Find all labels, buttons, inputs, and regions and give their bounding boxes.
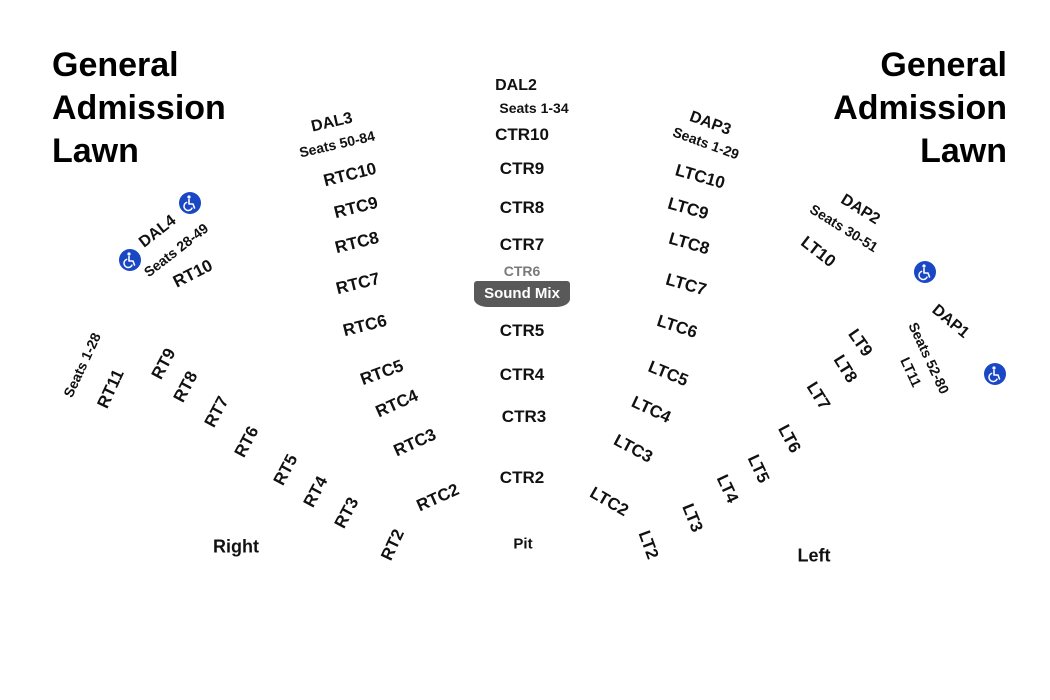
section-rtc4[interactable]: RTC4 (372, 385, 421, 422)
section-ltc4[interactable]: LTC4 (628, 392, 674, 427)
sound-mix-booth[interactable]: Sound Mix (474, 281, 570, 307)
section-rtc9[interactable]: RTC9 (332, 192, 380, 223)
general-admission-lawn-right[interactable]: General Admission Lawn (833, 46, 1007, 170)
section-lt7[interactable]: LT7 (802, 378, 835, 414)
wheelchair-icon (119, 249, 141, 271)
section-ltc6[interactable]: LTC6 (654, 311, 700, 342)
section-ctr2[interactable]: CTR2 (499, 468, 545, 487)
section-lt4[interactable]: LT4 (712, 471, 743, 506)
section-rt6[interactable]: RT6 (230, 423, 263, 461)
section-lt10[interactable]: LT10 (797, 232, 840, 271)
section-ltc7[interactable]: LTC7 (663, 269, 709, 300)
section-rtc2[interactable]: RTC2 (413, 479, 462, 516)
section-rtc8[interactable]: RTC8 (333, 227, 381, 258)
section-lt2[interactable]: LT2 (634, 527, 663, 562)
wheelchair-icon (179, 192, 201, 214)
section-lt8[interactable]: LT8 (829, 351, 862, 387)
section-lt3[interactable]: LT3 (678, 500, 707, 535)
section-lt5[interactable]: LT5 (743, 451, 774, 486)
wheelchair-icon (914, 261, 936, 283)
section-ctr7[interactable]: CTR7 (499, 235, 545, 254)
section-rt11[interactable]: RT11 (93, 366, 128, 412)
section-rtc5[interactable]: RTC5 (357, 356, 406, 390)
section-rtc6[interactable]: RTC6 (341, 310, 389, 341)
section-ltc2[interactable]: LTC2 (586, 483, 632, 521)
section-rtc3[interactable]: RTC3 (390, 424, 439, 461)
section-dap1[interactable]: DAP1 (928, 301, 973, 342)
general-admission-lawn-left[interactable]: General Admission Lawn (52, 46, 226, 170)
section-rt8[interactable]: RT8 (169, 368, 202, 406)
section-ctr10[interactable]: CTR10 (495, 125, 549, 144)
section-dal2[interactable]: DAL2 (495, 77, 537, 94)
section-rt7[interactable]: RT7 (200, 393, 233, 431)
area-label-right: Right (213, 536, 259, 557)
section-rtc7[interactable]: RTC7 (334, 268, 382, 299)
section-rtc10[interactable]: RTC10 (321, 158, 379, 191)
pit-area[interactable]: Pit (513, 535, 533, 553)
seats-rt11: Seats 1-28 (60, 330, 104, 400)
section-lt6[interactable]: LT6 (774, 421, 805, 457)
section-ltc9[interactable]: LTC9 (665, 193, 711, 224)
area-label-left: Left (797, 545, 831, 566)
section-rt9[interactable]: RT9 (147, 345, 180, 383)
section-ctr9[interactable]: CTR9 (499, 159, 545, 178)
section-rt2[interactable]: RT2 (377, 526, 408, 564)
section-ctr8[interactable]: CTR8 (499, 198, 545, 217)
section-ctr3[interactable]: CTR3 (501, 407, 547, 426)
wheelchair-icon (984, 363, 1006, 385)
section-rt4[interactable]: RT4 (299, 473, 332, 511)
seats-dal3: Seats 50-84 (297, 127, 377, 161)
section-ltc10[interactable]: LTC10 (673, 160, 728, 193)
section-ctr6[interactable]: CTR6 (503, 263, 541, 279)
section-rt5[interactable]: RT5 (269, 451, 302, 489)
section-rt10[interactable]: RT10 (169, 255, 216, 292)
section-ltc3[interactable]: LTC3 (610, 430, 656, 467)
section-ctr5[interactable]: CTR5 (499, 321, 545, 340)
section-rt3[interactable]: RT3 (330, 494, 363, 532)
section-ctr4[interactable]: CTR4 (499, 365, 545, 384)
seats-dal2: Seats 1-34 (499, 100, 569, 116)
section-ltc8[interactable]: LTC8 (666, 228, 712, 259)
section-ltc5[interactable]: LTC5 (645, 357, 691, 391)
